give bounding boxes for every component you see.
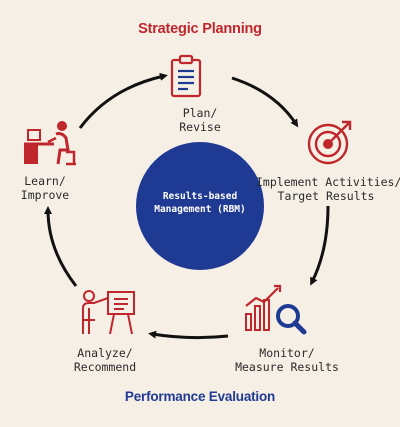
center-circle: [136, 142, 264, 270]
arrow-analyze-to-learn: [44, 206, 78, 287]
clipboard-icon: [170, 54, 202, 98]
stage-monitor-label: Monitor/ Measure Results: [222, 346, 352, 374]
stage-implement-line2: Target Results: [277, 189, 375, 203]
stage-monitor-line1: Monitor/: [259, 346, 315, 360]
stage-implement-label: Implement Activities/ Target Results: [256, 175, 400, 203]
stage-implement-line1: Implement Activities/: [256, 175, 400, 189]
arrow-implement-to-monitor: [310, 205, 330, 286]
stage-analyze-label: Analyze/ Recommend: [60, 346, 150, 374]
target-icon: [307, 120, 352, 165]
center-label-line1: Results-based: [162, 191, 238, 202]
title-performance-evaluation: Performance Evaluation: [124, 389, 276, 404]
stage-plan-line2: Revise: [179, 120, 221, 134]
presentation-icon: [82, 290, 135, 335]
arrow-plan-to-implement: [231, 76, 299, 128]
center-label: Results-based Management (RBM): [130, 190, 270, 216]
arrow-learn-to-plan: [78, 72, 168, 129]
center-label-line2: Management (RBM): [154, 204, 246, 215]
stage-learn-line1: Learn/: [24, 174, 66, 188]
stage-learn-line2: Improve: [20, 188, 70, 202]
chart-magnifier-icon: [245, 284, 307, 335]
stage-plan-label: Plan/ Revise: [160, 106, 240, 134]
person-at-desk-icon: [24, 121, 76, 166]
stage-analyze-line2: Recommend: [73, 360, 137, 374]
arrow-monitor-to-analyze: [148, 330, 229, 340]
title-strategic-planning: Strategic Planning: [138, 21, 262, 37]
stage-monitor-line2: Measure Results: [235, 360, 339, 374]
stage-analyze-line1: Analyze/: [77, 346, 133, 360]
stage-plan-line1: Plan/: [182, 106, 218, 120]
stage-learn-label: Learn/ Improve: [10, 174, 80, 202]
